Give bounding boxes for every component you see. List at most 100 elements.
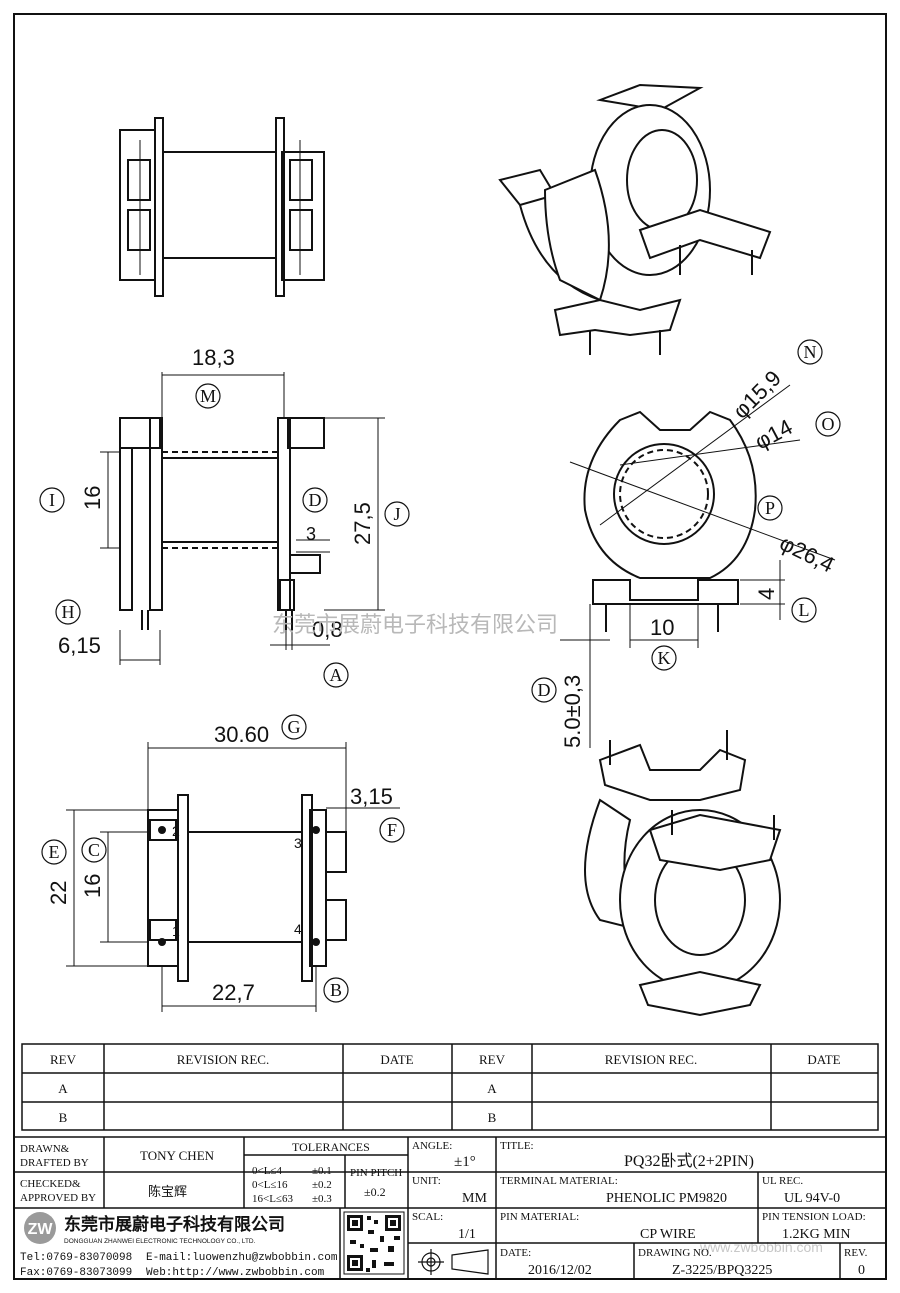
company-tel: Tel:0769-83070098 xyxy=(20,1252,132,1264)
dim-m: 18,3 xyxy=(192,345,235,370)
front-view xyxy=(119,417,325,630)
dim-d-side: 5.0±0,3 xyxy=(560,675,585,748)
dim-e: 22 xyxy=(46,881,71,905)
pin-material-label: PIN MATERIAL: xyxy=(500,1211,579,1223)
date-value: 2016/12/02 xyxy=(528,1263,592,1278)
callout-j: J xyxy=(393,504,400,524)
pin-1: 1 xyxy=(172,923,180,939)
ul-value: UL 94V-0 xyxy=(784,1191,840,1206)
checked-label-1: CHECKED& xyxy=(20,1178,81,1190)
title-value: PQ32卧式(2+2PIN) xyxy=(624,1152,754,1170)
checked-value: 陈宝辉 xyxy=(148,1184,187,1199)
rev-row-a-left: A xyxy=(58,1081,68,1096)
pin-2: 2 xyxy=(172,823,180,839)
dim-b: 22,7 xyxy=(212,980,255,1005)
date-label: DATE: xyxy=(500,1247,531,1259)
drawn-label-1: DRAWN& xyxy=(20,1143,70,1155)
dim-o: φ14 xyxy=(751,414,797,454)
drawing-label: DRAWING NO. xyxy=(638,1247,712,1259)
callout-a: A xyxy=(330,665,343,685)
callout-k: K xyxy=(658,648,671,668)
revision-table xyxy=(21,1043,879,1131)
iso-view-top xyxy=(498,83,772,355)
unit-label: UNIT: xyxy=(412,1175,441,1187)
scale-label: SCAL: xyxy=(412,1211,443,1223)
front-view-dimensions xyxy=(100,372,385,665)
rev-header-3: DATE xyxy=(380,1052,413,1067)
iso-view-bottom xyxy=(584,730,782,1017)
company-email: E-mail:luowenzhu@zwbobbin.com xyxy=(146,1252,338,1264)
top-view xyxy=(119,117,325,297)
rev-row-b-right: B xyxy=(488,1110,497,1125)
drawn-label-2: DRAFTED BY xyxy=(20,1157,89,1169)
projection-symbol xyxy=(418,1249,489,1275)
callout-e: E xyxy=(49,842,60,862)
dim-a: 0,8 xyxy=(312,617,343,642)
callout-c: C xyxy=(88,840,100,860)
pin-3: 3 xyxy=(294,835,302,851)
pin-4: 4 xyxy=(294,921,302,937)
side-view-dimensions xyxy=(560,384,836,748)
dim-d-small: 3 xyxy=(306,524,316,544)
callout-f: F xyxy=(387,820,397,840)
checked-label-2: APPROVED BY xyxy=(20,1192,96,1204)
rev-header-5: REVISION REC. xyxy=(605,1052,697,1067)
pin-pitch-label: PIN PITCH xyxy=(350,1167,402,1179)
callout-o: O xyxy=(822,414,835,434)
angle-value: ±1° xyxy=(454,1154,476,1170)
qr-code xyxy=(343,1211,405,1275)
tension-label: PIN TENSION LOAD: xyxy=(762,1211,866,1223)
rev-row-b-left: B xyxy=(59,1110,68,1125)
callout-m: M xyxy=(200,386,216,406)
scale-value: 1/1 xyxy=(458,1227,476,1242)
rev-value: 0 xyxy=(858,1263,865,1278)
tol-range-2: 0<L≤16 xyxy=(252,1179,288,1191)
front-callouts: M I D J H A xyxy=(39,383,410,688)
tol-value-3: ±0.3 xyxy=(312,1193,332,1205)
dim-c: 16 xyxy=(80,874,105,898)
front-dim-labels: 18,3 16 3 27,5 6,15 0,8 xyxy=(58,345,375,658)
dim-k: 10 xyxy=(650,615,674,640)
rev-label: REV. xyxy=(844,1247,868,1259)
title-label: TITLE: xyxy=(500,1140,534,1152)
side-view xyxy=(583,410,757,632)
callout-p: P xyxy=(765,498,775,518)
bottom-view xyxy=(147,794,347,982)
rev-header-2: REVISION REC. xyxy=(177,1052,269,1067)
svg-text:ZW: ZW xyxy=(28,1221,54,1238)
rev-row-a-right: A xyxy=(487,1081,497,1096)
tolerances-label: TOLERANCES xyxy=(292,1140,370,1154)
watermark-text: 东莞市展蔚电子科技有限公司 xyxy=(272,612,558,637)
tol-range-1: 0<L≤4 xyxy=(252,1165,282,1177)
side-callouts: N O P L K D xyxy=(531,339,841,703)
drawn-value: TONY CHEN xyxy=(140,1148,215,1163)
rev-header-1: REV xyxy=(50,1052,77,1067)
ul-label: UL REC. xyxy=(762,1175,803,1187)
bottom-callouts: G F E C B xyxy=(41,714,405,1003)
callout-d: D xyxy=(309,490,322,510)
rev-header-4: REV xyxy=(479,1052,506,1067)
terminal-value: PHENOLIC PM9820 xyxy=(606,1191,727,1206)
dim-p: φ26,4 xyxy=(776,530,838,577)
callout-i: I xyxy=(49,490,55,510)
callout-h: H xyxy=(62,602,75,622)
dim-j: 27,5 xyxy=(350,502,375,545)
dim-i: 16 xyxy=(80,486,105,510)
company-fax: Fax:0769-83073099 xyxy=(20,1267,132,1279)
company-name-cn: 东莞市展蔚电子科技有限公司 xyxy=(64,1214,285,1234)
company-logo: ZW xyxy=(24,1212,56,1244)
angle-label: ANGLE: xyxy=(412,1140,452,1152)
title-block-grid xyxy=(13,1136,887,1280)
callout-l: L xyxy=(799,600,810,620)
dim-f: 3,15 xyxy=(350,784,393,809)
company-name-en: DONGGUAN ZHANWEI ELECTRONIC TECHNOLOGY C… xyxy=(64,1238,256,1245)
tension-value: 1.2KG MIN xyxy=(782,1227,850,1242)
sheet-border xyxy=(13,13,887,1280)
dim-h: 6,15 xyxy=(58,633,101,658)
rev-header-6: DATE xyxy=(807,1052,840,1067)
pin-material-value: CP WIRE xyxy=(640,1227,696,1242)
bottom-dim-labels: 30.60 3,15 22 16 22,7 xyxy=(46,722,393,1005)
tol-value-1: ±0.1 xyxy=(312,1165,332,1177)
callout-n: N xyxy=(804,342,817,362)
callout-d-side: D xyxy=(538,680,551,700)
